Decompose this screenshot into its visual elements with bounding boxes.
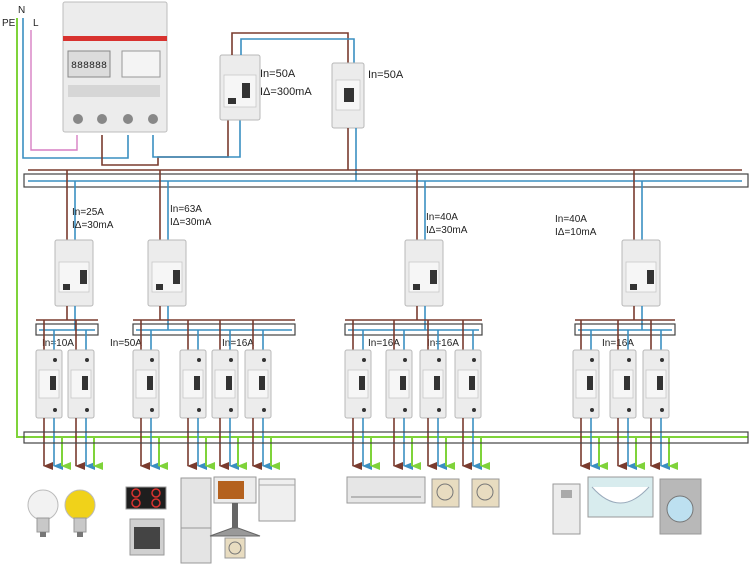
circuit-breaker	[609, 320, 645, 470]
rcd-idelta-label: IΔ=30mA	[426, 225, 468, 236]
main-breaker-in-label: In=50A	[368, 69, 404, 81]
rcd-device	[54, 239, 94, 307]
water-heater-icon	[552, 483, 581, 535]
l-supply-wire	[30, 30, 78, 151]
meter-display	[67, 50, 111, 78]
circuit-breaker	[344, 320, 380, 470]
main-rcd-in-label: In=50A	[260, 68, 296, 80]
breaker-rating-label: In=50A	[110, 338, 142, 349]
rcd-idelta-label: IΔ=10mA	[555, 227, 597, 238]
socket-icon	[471, 478, 500, 508]
group-neutral-bus	[344, 323, 483, 336]
refrigerator-icon	[180, 477, 212, 564]
rcd-in-label: In=63A	[170, 204, 202, 215]
n-label: N	[18, 5, 25, 16]
l-label: L	[33, 18, 39, 29]
air-conditioner-icon	[346, 476, 426, 504]
main-rcd-idelta-label: IΔ=300mA	[260, 86, 312, 98]
rcd-device	[404, 239, 444, 307]
meter-display-digits: 888888	[71, 61, 107, 72]
main-rcd	[219, 54, 261, 121]
circuit-breaker	[642, 320, 678, 470]
rcd-in-label: In=25A	[72, 207, 104, 218]
breaker-rating-label: In=16A	[368, 338, 400, 349]
meter-neutral-out	[152, 120, 241, 158]
electricity-meter: 888888	[62, 1, 168, 133]
rcd-device	[621, 239, 661, 307]
rcd-in-label: In=40A	[555, 214, 587, 225]
meter-phase-out	[101, 120, 229, 166]
group-neutral-bus	[35, 323, 99, 336]
light-bulb-yellow-icon	[64, 489, 96, 537]
rcd-to-breaker-neutral	[240, 38, 355, 63]
breaker-rating-label: In=16A	[222, 338, 254, 349]
rcd-group: In=63A IΔ=30mA In=50A In=16A	[110, 170, 296, 470]
washing-machine-icon	[659, 478, 702, 535]
rcd-device	[147, 239, 187, 307]
socket-icon	[224, 537, 246, 559]
circuit-breaker	[385, 320, 421, 470]
microwave-icon	[213, 476, 257, 504]
group-neutral-bus	[132, 323, 296, 336]
n-supply-wire	[22, 18, 129, 159]
group-neutral-bus	[574, 323, 676, 336]
rcd-idelta-label: IΔ=30mA	[72, 220, 114, 231]
light-bulb-white-icon	[27, 489, 59, 537]
pe-label: PE	[2, 18, 16, 29]
circuit-breaker	[67, 320, 103, 470]
circuit-breaker	[35, 320, 71, 470]
circuit-breaker	[179, 320, 215, 470]
bathtub-icon	[587, 476, 654, 518]
circuit-breaker	[132, 320, 168, 470]
circuit-breaker	[572, 320, 608, 470]
pe-conductor	[16, 18, 748, 438]
circuit-breaker	[244, 320, 280, 470]
breaker-rating-label: In=10A	[42, 338, 74, 349]
oven-icon	[129, 518, 165, 556]
cooktop-icon	[125, 486, 167, 510]
rcd-group: In=40A IΔ=30mA In=16A In=16A	[344, 170, 490, 470]
socket-icon	[431, 478, 460, 508]
breaker-rating-label: In=16A	[427, 338, 459, 349]
dishwasher-icon	[258, 478, 296, 522]
meter-brand-stripe	[63, 36, 167, 41]
circuit-breaker	[454, 320, 490, 470]
circuit-breaker	[419, 320, 455, 470]
range-hood-icon	[209, 503, 261, 537]
rcd-group: In=25A IΔ=30mA In=10A	[35, 170, 114, 470]
pe-bus	[23, 431, 749, 444]
circuit-breaker	[211, 320, 247, 470]
rcd-to-breaker-phase	[231, 32, 349, 63]
loads	[27, 476, 702, 564]
main-neutral-bus	[23, 173, 749, 188]
rcd-in-label: In=40A	[426, 212, 458, 223]
main-breaker	[331, 62, 365, 129]
rcd-idelta-label: IΔ=30mA	[170, 217, 212, 228]
